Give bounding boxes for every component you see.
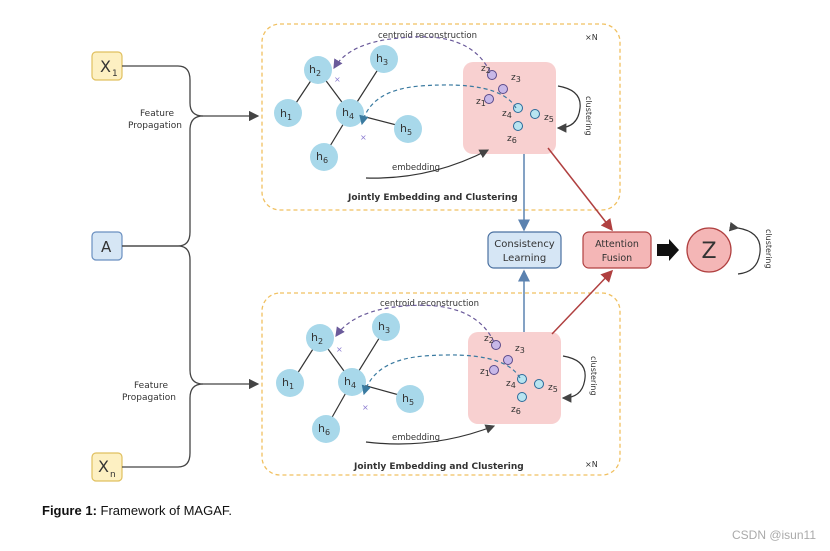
arrow-top-to-attention (547, 147, 613, 232)
clustering-label-bottom: clustering (589, 356, 598, 396)
z6-label-top: z6 (507, 134, 517, 145)
input-xn: X n (91, 452, 123, 482)
z5-label-top: z5 (544, 113, 554, 124)
xn-label: X (98, 457, 109, 476)
output-z: Z (686, 227, 732, 273)
feature-propagation-connectors (122, 65, 260, 468)
attention-label-1: Attention (595, 239, 639, 250)
output-clustering-label: clustering (764, 229, 773, 269)
node-h1-top (274, 99, 302, 127)
repeat-label-top: ×N (585, 33, 598, 42)
z6-label-bottom: z6 (511, 405, 521, 416)
graph-nodes-top (274, 45, 422, 171)
centroid-mark-h4-bottom: × (362, 403, 369, 412)
z-points-top (484, 70, 540, 131)
graph-nodes-bottom (276, 313, 424, 443)
centroid-mark-h4-top: × (360, 133, 367, 142)
caption-label: Figure 1: (42, 503, 97, 518)
module-bottom: ×N centroid reconstruction Jointly Embed… (261, 292, 621, 476)
centroid-mark-h2-top: × (334, 75, 341, 84)
node-h4-bottom (338, 368, 366, 396)
z3-label-bottom: z3 (515, 344, 525, 355)
module-top: ×N centroid reconstruction Jointly Embed… (261, 23, 621, 211)
node-h5-bottom (396, 385, 424, 413)
z4-label-bottom: z4 (506, 379, 516, 390)
attention-fusion-box: Attention Fusion (582, 231, 652, 269)
arrow-bottom-to-attention (551, 269, 614, 335)
feature-propagation-bottom-label-2: Propagation (122, 393, 176, 403)
z2-label-top: z2 (481, 64, 491, 75)
z2-label-bottom: z2 (484, 334, 494, 345)
z4-label-top: z4 (502, 109, 512, 120)
centroid-reconstruction-label-top: centroid reconstruction (378, 31, 477, 41)
module-title-top: Jointly Embedding and Clustering (347, 193, 518, 203)
feature-propagation-bottom-label-1: Feature (134, 381, 168, 391)
node-h2-bottom (306, 324, 334, 352)
input-a: A (91, 231, 123, 261)
node-h6-bottom (312, 415, 340, 443)
a-label: A (101, 238, 112, 256)
caption-text: Framework of MAGAF. (100, 503, 232, 518)
node-h3-bottom (372, 313, 400, 341)
node-h2-top (304, 56, 332, 84)
embedding-label-top: embedding (392, 163, 440, 173)
z3-label-top: z3 (511, 73, 521, 84)
cluster-panel-bottom (468, 332, 561, 424)
z1-label-top: z1 (476, 97, 486, 108)
arrow-to-output (657, 239, 679, 261)
feature-propagation-top-label-2: Propagation (128, 121, 182, 131)
feature-propagation-top-label-1: Feature (140, 109, 174, 119)
output-clustering-loop (728, 221, 761, 275)
z5-label-bottom: z5 (548, 383, 558, 394)
input-x1: X 1 (91, 51, 123, 81)
consistency-label-1: Consistency (494, 239, 555, 250)
x1-label: X (100, 57, 111, 76)
node-h3-top (370, 45, 398, 73)
z1-label-bottom: z1 (480, 367, 490, 378)
node-h6-top (310, 143, 338, 171)
centroid-reconstruction-label-bottom: centroid reconstruction (380, 299, 479, 309)
consistency-label-2: Learning (503, 253, 546, 264)
attention-label-2: Fusion (602, 253, 632, 264)
output-z-label: Z (701, 239, 716, 264)
node-h5-top (394, 115, 422, 143)
x1-sub: 1 (112, 69, 118, 79)
module-title-bottom: Jointly Embedding and Clustering (353, 462, 524, 472)
cluster-panel-top (463, 62, 556, 154)
node-h1-bottom (276, 369, 304, 397)
figure-caption: Figure 1: Framework of MAGAF. (42, 503, 232, 518)
watermark: CSDN @isun11 (732, 528, 816, 542)
clustering-label-top: clustering (584, 96, 593, 136)
xn-sub: n (110, 470, 116, 480)
embedding-label-bottom: embedding (392, 433, 440, 443)
consistency-learning-box: Consistency Learning (487, 231, 562, 269)
z-points-bottom (489, 340, 544, 402)
centroid-mark-h2-bottom: × (336, 345, 343, 354)
repeat-label-bottom: ×N (585, 460, 598, 469)
node-h4-top (336, 99, 364, 127)
